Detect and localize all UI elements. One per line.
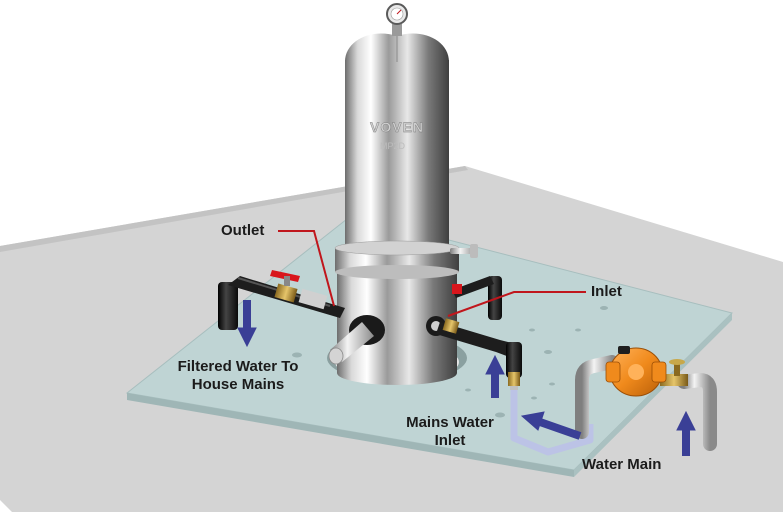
housing-model-text: MP2D xyxy=(380,141,406,151)
outlet-leader xyxy=(278,230,335,307)
inlet-label: Inlet xyxy=(591,283,622,300)
base-plate-edge xyxy=(127,393,574,477)
arrow-filtered-down xyxy=(237,300,257,348)
arrow-main-diag xyxy=(520,411,582,440)
filtered-water-label: Filtered Water To House Mains xyxy=(160,358,316,394)
outlet-spout xyxy=(328,315,385,365)
leader-lines xyxy=(278,230,586,317)
mounting-holes xyxy=(292,306,608,418)
arrow-mains-up xyxy=(485,354,505,398)
outlet-label: Outlet xyxy=(221,222,265,239)
flow-arrows xyxy=(237,300,696,456)
filter-housing-upper xyxy=(345,60,449,265)
filtered-water-label-line1: Filtered Water To xyxy=(177,358,299,375)
filtered-water-label-line2: House Mains xyxy=(191,376,285,393)
mains-water-inlet-label-line1: Mains Water xyxy=(406,414,494,431)
clamp-bolt xyxy=(450,248,476,254)
inlet-leader xyxy=(447,291,586,317)
outlet-pipework xyxy=(218,270,345,330)
ball-valve-icon xyxy=(605,346,667,397)
supply-hose xyxy=(510,390,594,456)
water-main-pipework xyxy=(575,355,717,451)
water-main-label: Water Main xyxy=(582,456,662,473)
pressure-gauge-icon xyxy=(386,3,408,36)
mains-water-inlet-label-line2: Inlet xyxy=(434,432,466,449)
mains-water-inlet-label: Mains Water Inlet xyxy=(396,414,504,450)
arrow-water-main-up xyxy=(676,410,696,456)
base-plate-edge-right xyxy=(574,313,732,477)
housing-brand-text: VOVEN xyxy=(370,119,424,135)
